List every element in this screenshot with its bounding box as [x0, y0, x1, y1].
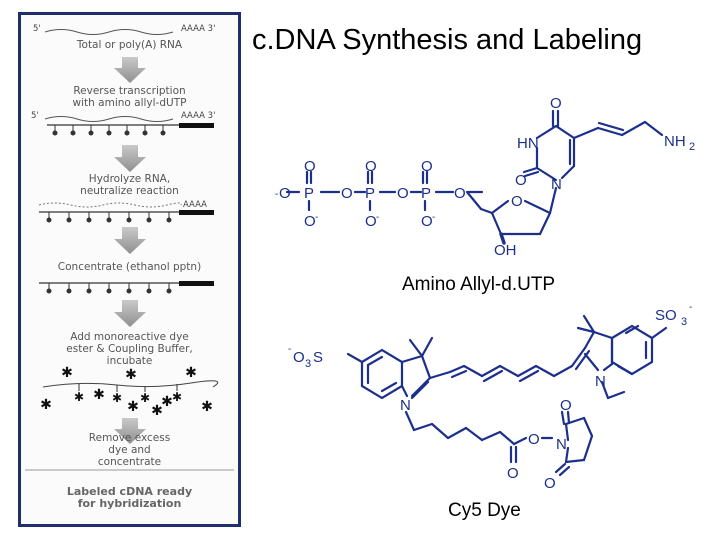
- rt-rna-strand: [44, 116, 174, 122]
- svg-text:✱: ✱: [40, 397, 52, 413]
- p-beta: P: [365, 185, 375, 202]
- svg-text:-: -: [376, 212, 379, 223]
- attached-dyes: [78, 384, 178, 392]
- cy5-nhs-n: N: [556, 436, 567, 453]
- ring-n: N: [551, 176, 562, 193]
- svg-text:✱: ✱: [201, 399, 213, 415]
- hydroxyl: OH: [494, 242, 517, 259]
- link-o-2: O: [397, 185, 409, 202]
- cy5-ester-o: O: [528, 431, 540, 448]
- svg-text:✱: ✱: [161, 394, 173, 410]
- rna-strand: [44, 29, 174, 35]
- svg-text:✱: ✱: [74, 390, 84, 404]
- concentrated-cdna-tail: [179, 281, 214, 286]
- cy5-nhs-o-top: O: [560, 397, 572, 414]
- svg-text:✱: ✱: [125, 367, 137, 383]
- link-o-3: O: [454, 185, 466, 202]
- amine: NH: [664, 133, 686, 150]
- p-beta-neg-o: O: [365, 213, 377, 230]
- ring-c4-o: O: [550, 95, 562, 112]
- step-concentrate: Concentrate (ethanol pptn): [57, 261, 202, 273]
- flowchart-graphics: ✱ ✱ ✱ ✱ ✱ ✱ ✱ ✱ ✱ ✱ ✱ ✱ ✱: [25, 29, 234, 471]
- p-alpha-neg-o: O: [304, 213, 316, 230]
- svg-text:-: -: [689, 302, 692, 313]
- p-alpha: P: [304, 185, 314, 202]
- cy5-n-right: N: [595, 373, 606, 390]
- ring-c2-o: O: [515, 172, 527, 189]
- step-add-dye: Add monoreactive dye ester & Coupling Bu…: [66, 331, 193, 367]
- svg-text:✱: ✱: [61, 365, 73, 381]
- svg-text:-: -: [315, 212, 318, 223]
- cy5-so3-left-o: O: [293, 349, 305, 366]
- rt-5-prime: 5': [31, 111, 39, 121]
- free-dye-stars: ✱ ✱ ✱ ✱ ✱ ✱ ✱ ✱ ✱: [40, 365, 213, 419]
- svg-text:-: -: [288, 344, 291, 355]
- rna-5-prime: 5': [33, 24, 41, 34]
- svg-text:-: -: [275, 189, 278, 200]
- sugar-o: O: [511, 193, 523, 210]
- step-final: Labeled cDNA ready for hybridization: [66, 485, 193, 510]
- p-beta-dbl-o: O: [365, 158, 377, 175]
- rt-cdna-tail: [179, 123, 214, 128]
- p-gamma-dbl-o: O: [421, 158, 433, 175]
- link-o-1: O: [341, 185, 353, 202]
- svg-text:-: -: [432, 212, 435, 223]
- step-remove-dye: Remove excess dye and concentrate: [88, 432, 171, 468]
- o-terminal: O: [279, 185, 291, 202]
- p-gamma-neg-o: O: [421, 213, 433, 230]
- cy5-so3-right: SO: [655, 307, 677, 324]
- flow-arrow-1: [114, 57, 146, 83]
- flow-arrow-4: [114, 300, 146, 327]
- ring-hn: HN: [517, 135, 539, 152]
- svg-text:✱: ✱: [93, 387, 105, 403]
- step-reverse-transcription: Reverse transcription with amino allyl-d…: [72, 85, 187, 109]
- svg-text:✱: ✱: [151, 403, 163, 419]
- page-title: c.DNA Synthesis and Labeling: [252, 24, 643, 56]
- p-gamma: P: [421, 185, 431, 202]
- flow-arrow-2: [114, 145, 146, 172]
- flow-arrow-3: [114, 227, 146, 254]
- svg-text:✱: ✱: [140, 391, 150, 405]
- svg-text:3: 3: [305, 358, 311, 370]
- flow-arrow-5: [114, 418, 146, 444]
- svg-text:✱: ✱: [112, 391, 122, 405]
- p-alpha-dbl-o: O: [304, 158, 316, 175]
- labeled-cdna-strand: [42, 380, 219, 388]
- svg-text:✱: ✱: [127, 399, 139, 415]
- svg-text:✱: ✱: [172, 390, 182, 404]
- svg-text:3: 3: [681, 316, 687, 328]
- hydrolyzed-cdna-tail: [179, 210, 214, 215]
- svg-text:✱: ✱: [185, 365, 197, 381]
- amino-allyl-label: Amino Allyl-d.UTP: [402, 274, 556, 295]
- flowchart-panel: ✱ ✱ ✱ ✱ ✱ ✱ ✱ ✱ ✱ ✱ ✱ ✱ ✱ 5' AAAA 3' Tot…: [18, 12, 241, 527]
- amino-allyl-dutp-structure: - O P O O - O P O O - O P O O - O O OH N…: [275, 95, 695, 259]
- cy5-n-left: N: [400, 397, 411, 414]
- rt-3-prime: AAAA 3': [181, 111, 216, 121]
- cy5-nhs-o-bottom: O: [544, 475, 556, 492]
- cy5-dye-structure: - O 3 S N N SO 3 - O O N O O: [288, 302, 692, 492]
- cy5-so3-left-s: S: [313, 349, 323, 366]
- cy5-label: Cy5 Dye: [448, 500, 521, 521]
- cy5-ester-dbl-o: O: [507, 465, 519, 482]
- step-hydrolyze: Hydrolyze RNA, neutralize reaction: [80, 173, 179, 197]
- rna-3-prime: AAAA 3': [181, 24, 216, 34]
- hydrolyzed-rna: [38, 202, 182, 208]
- hydrolyze-tail-label: AAAA: [183, 200, 207, 210]
- step-total-rna: Total or poly(A) RNA: [76, 39, 183, 51]
- svg-text:2: 2: [689, 141, 695, 153]
